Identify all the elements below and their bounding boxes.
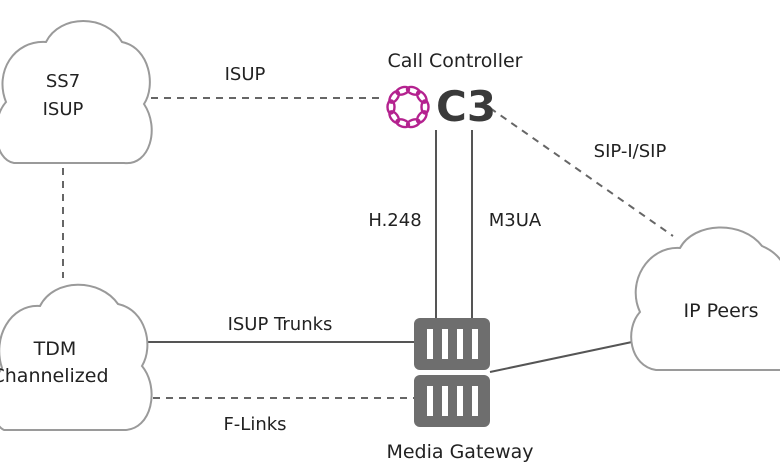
gateway-slot	[427, 386, 433, 416]
logo-bead	[395, 118, 411, 129]
cloud-icon	[0, 283, 153, 431]
cloud-icon	[630, 226, 780, 371]
tdm-label-line1: TDM	[33, 338, 77, 360]
ip-peers-cloud: IP Peers	[630, 226, 780, 371]
media-gateway: Media Gateway	[386, 318, 534, 463]
logo-bead	[405, 118, 421, 129]
ss7-label-line2: ISUP	[43, 99, 84, 120]
logo-bead	[386, 99, 396, 115]
gateway-slot	[457, 386, 463, 416]
cloud-icon	[0, 20, 153, 165]
logo-bead	[388, 110, 401, 124]
gateway-slot	[427, 329, 433, 359]
gateway-unit-bottom	[414, 375, 490, 427]
logo-bead	[415, 110, 428, 124]
gateway-unit-top	[414, 318, 490, 370]
c3-logo-text: C3	[436, 82, 496, 131]
label-h248: H.248	[368, 210, 421, 231]
gateway-slot	[472, 386, 478, 416]
label-isup: ISUP	[225, 64, 266, 85]
gateway-slot	[457, 329, 463, 359]
gateway-slot	[442, 329, 448, 359]
ring-of-beads-icon	[386, 85, 430, 129]
tdm-cloud: TDM Channelized	[0, 283, 153, 431]
gateway-slot	[472, 329, 478, 359]
call-controller-title: Call Controller	[388, 50, 523, 72]
logo-bead	[420, 99, 430, 115]
label-sip: SIP-I/SIP	[594, 141, 667, 162]
link-gateway-ippeers	[489, 341, 633, 373]
ss7-cloud: SS7 ISUP	[0, 20, 153, 165]
link-callcontroller-ippeers	[489, 107, 674, 237]
logo-bead	[405, 85, 421, 96]
label-m3ua: M3UA	[489, 210, 542, 231]
logo-bead	[415, 90, 428, 104]
ss7-label-line1: SS7	[46, 71, 80, 92]
label-isup-trunks: ISUP Trunks	[228, 314, 333, 335]
tdm-label-line2: Channelized	[0, 365, 109, 387]
logo-bead	[395, 85, 411, 96]
logo-bead	[388, 90, 401, 104]
gateway-slot	[442, 386, 448, 416]
server-rack-icon	[414, 318, 490, 427]
ip-peers-label: IP Peers	[684, 300, 759, 322]
label-f-links: F-Links	[223, 414, 286, 435]
media-gateway-label: Media Gateway	[386, 441, 533, 463]
call-controller: Call Controller C3	[386, 50, 523, 131]
